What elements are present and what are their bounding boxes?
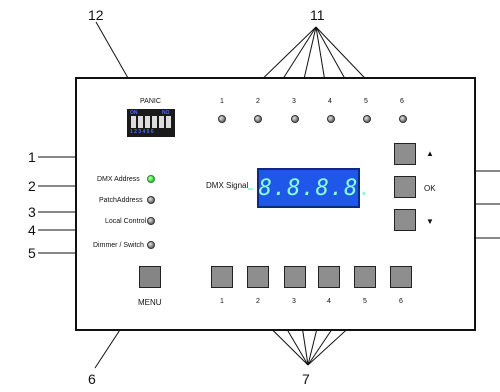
callout-3: 3 <box>28 204 36 220</box>
button-number-2: 2 <box>256 298 260 305</box>
button-number-5: 5 <box>363 298 367 305</box>
status-label-dmx-address: DMX Address <box>97 176 140 183</box>
channel-led-6 <box>399 115 407 123</box>
channel-led-3 <box>291 115 299 123</box>
button-number-3: 3 <box>292 298 296 305</box>
channel-led-4 <box>327 115 335 123</box>
display-readout: -8.8.8.8. <box>244 175 373 201</box>
status-label-local-control: Local Control <box>105 218 147 225</box>
ok-button[interactable] <box>394 176 416 198</box>
callout-11: 11 <box>310 7 325 23</box>
ok-label: OK <box>424 184 436 193</box>
callout-5: 5 <box>28 245 36 261</box>
channel-button-1[interactable] <box>211 266 233 288</box>
status-led-dmx-address <box>147 175 155 183</box>
up-button[interactable] <box>394 143 416 165</box>
callout-4: 4 <box>28 222 36 238</box>
led-number-1: 1 <box>220 98 224 105</box>
status-led-dimmer-switch <box>147 241 155 249</box>
up-arrow-icon: ▲ <box>426 149 434 158</box>
callout-2: 2 <box>28 178 36 194</box>
panic-label: PANIC <box>140 98 161 105</box>
channel-button-6[interactable] <box>390 266 412 288</box>
status-led-patch-address <box>147 196 155 204</box>
display-label: DMX Signal <box>206 181 249 190</box>
button-number-4: 4 <box>327 298 331 305</box>
down-button[interactable] <box>394 209 416 231</box>
status-label-dimmer-switch: Dimmer / Switch <box>93 242 144 249</box>
channel-button-2[interactable] <box>247 266 269 288</box>
channel-button-3[interactable] <box>284 266 306 288</box>
button-number-6: 6 <box>399 298 403 305</box>
channel-led-5 <box>363 115 371 123</box>
led-number-6: 6 <box>400 98 404 105</box>
callout-6: 6 <box>88 371 96 387</box>
led-number-3: 3 <box>292 98 296 105</box>
callout-7: 7 <box>302 371 310 387</box>
channel-led-1 <box>218 115 226 123</box>
down-arrow-icon: ▼ <box>426 217 434 226</box>
menu-label: MENU <box>138 298 162 307</box>
button-number-1: 1 <box>220 298 224 305</box>
led-number-4: 4 <box>328 98 332 105</box>
dip-no-label: NO <box>162 110 170 116</box>
menu-button[interactable] <box>139 266 161 288</box>
led-number-2: 2 <box>256 98 260 105</box>
callout-12: 12 <box>88 7 104 23</box>
led-display: -8.8.8.8. <box>244 168 373 208</box>
dip-on-label: ON <box>130 110 138 116</box>
dip-number-labels: 1 2 3 4 5 6 <box>130 129 154 135</box>
led-number-5: 5 <box>364 98 368 105</box>
channel-button-4[interactable] <box>318 266 340 288</box>
channel-led-2 <box>254 115 262 123</box>
status-label-patch-address: PatchAddress <box>99 197 143 204</box>
callout-1: 1 <box>28 149 36 165</box>
channel-button-5[interactable] <box>354 266 376 288</box>
status-led-local-control <box>147 217 155 225</box>
dip-switch[interactable]: ON NO 1 2 3 4 5 6 <box>127 109 175 137</box>
